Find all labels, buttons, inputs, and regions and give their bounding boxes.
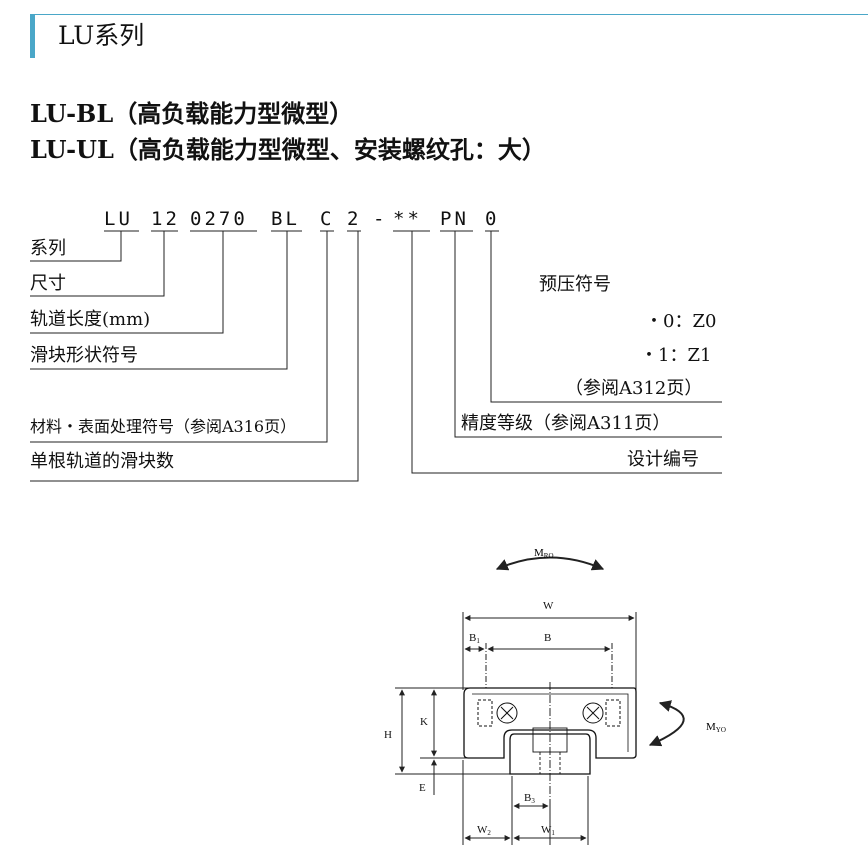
dim-w1: W1: [541, 824, 555, 837]
myo-label: MYO: [706, 721, 726, 734]
label-size: 尺寸: [30, 273, 66, 294]
label-preload-0: ・0：Z0: [645, 311, 717, 332]
block-inner-edge: [472, 693, 629, 752]
label-preload-ref: （参阅A312页）: [565, 378, 703, 399]
code-design: **: [393, 208, 422, 230]
dim-b: B: [544, 632, 551, 644]
code-block-shape: BL: [271, 208, 300, 230]
dim-b3: B3: [524, 792, 535, 805]
mro-arrow: [495, 556, 605, 571]
label-design: 设计编号: [627, 449, 699, 470]
code-rail-length: 0270: [190, 208, 248, 230]
label-block-shape: 滑块形状符号: [30, 345, 138, 366]
myo-arrow: [648, 700, 685, 747]
dim-k: K: [420, 716, 428, 728]
dim-h: H: [384, 729, 392, 741]
code-dash: -: [373, 208, 388, 230]
label-rail-length: 轨道长度(mm): [30, 309, 151, 330]
code-preload: 0: [485, 208, 500, 230]
code-accuracy: PN: [440, 208, 469, 230]
section-header-accent: [31, 15, 35, 58]
code-series: LU: [104, 208, 133, 230]
label-accuracy: 精度等级（参阅A311页）: [461, 413, 671, 434]
heading-lu-ul: LU-UL（高负载能力型微型、安装螺纹孔：大）: [30, 135, 546, 164]
label-preload-1: ・1：Z1: [640, 345, 712, 366]
section-title: LU系列: [58, 21, 145, 50]
dim-b1: B1: [469, 632, 480, 645]
code-size: 12: [151, 208, 180, 230]
dim-w2: W2: [477, 824, 491, 837]
code-material: C: [320, 208, 335, 230]
label-material: 材料・表面处理符号（参阅A316页）: [30, 417, 297, 436]
code-block-count: 2: [347, 208, 362, 230]
label-preload-title: 预压符号: [539, 274, 611, 295]
mro-label: MRO: [534, 547, 554, 560]
heading-lu-bl: LU-BL（高负载能力型微型）: [30, 99, 354, 128]
label-series: 系列: [30, 238, 66, 259]
section-header: [30, 14, 868, 58]
label-blocks-per-rail: 单根轨道的滑块数: [30, 451, 174, 472]
dim-w: W: [543, 600, 554, 612]
dim-e: E: [419, 782, 426, 794]
